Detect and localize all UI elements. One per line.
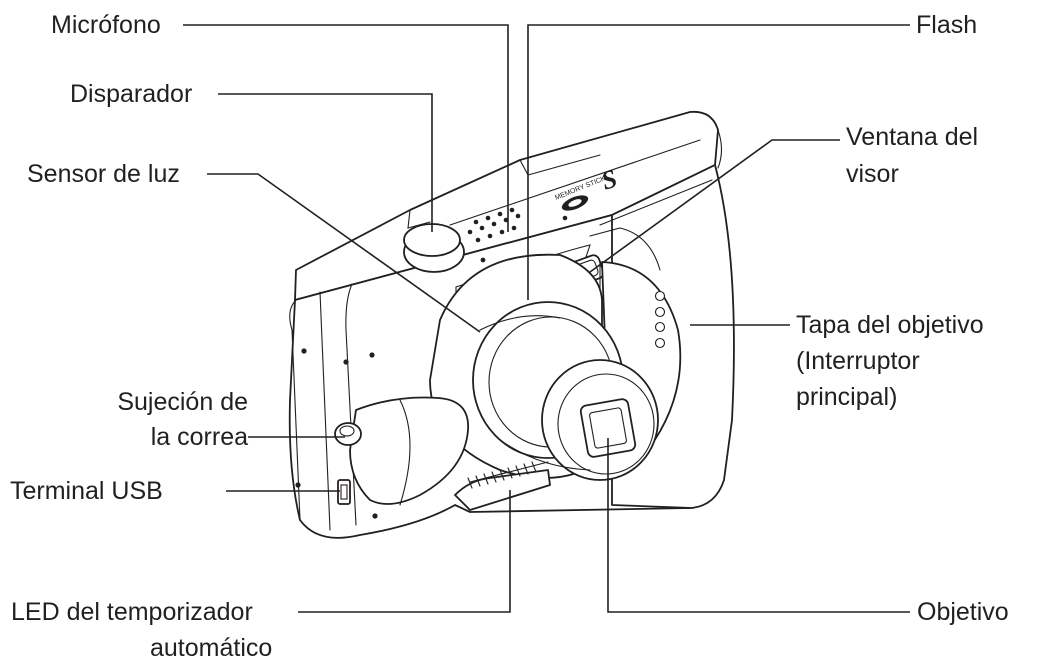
leader-microfono	[183, 24, 509, 232]
label-tapa-objetivo-1: Tapa del objetivo	[796, 311, 984, 339]
hand-grip	[349, 396, 469, 506]
label-flash: Flash	[916, 11, 978, 39]
microphone-holes	[467, 207, 568, 243]
leader-visor	[589, 139, 840, 273]
leader-lines	[183, 24, 910, 613]
label-sujecion-1: Sujeción de	[117, 388, 248, 416]
label-disparador: Disparador	[70, 80, 193, 108]
leader-led	[298, 490, 511, 613]
lens-glass	[579, 398, 637, 458]
shutter-button	[403, 223, 465, 273]
label-led-2: automático	[150, 634, 273, 662]
leader-objetivo	[607, 438, 910, 613]
strap-eyelet	[334, 422, 362, 446]
label-tapa-objetivo-3: principal)	[796, 383, 898, 411]
label-ventana-visor-1: Ventana del	[846, 123, 979, 151]
self-timer-led	[454, 461, 551, 511]
label-terminal-usb: Terminal USB	[10, 477, 163, 505]
label-objetivo: Objetivo	[917, 598, 1009, 626]
label-led-1: LED del temporizador	[11, 598, 253, 626]
leader-sensor	[207, 173, 481, 333]
label-sujecion-2: la correa	[150, 423, 248, 451]
usb-port	[337, 479, 351, 505]
label-tapa-objetivo-2: (Interruptor	[796, 347, 920, 375]
label-sensor-luz: Sensor de luz	[27, 160, 180, 188]
leader-disparador	[218, 93, 433, 232]
label-microfono: Micrófono	[51, 11, 161, 39]
leader-flash	[527, 24, 910, 300]
label-ventana-visor-2: visor	[846, 160, 899, 188]
